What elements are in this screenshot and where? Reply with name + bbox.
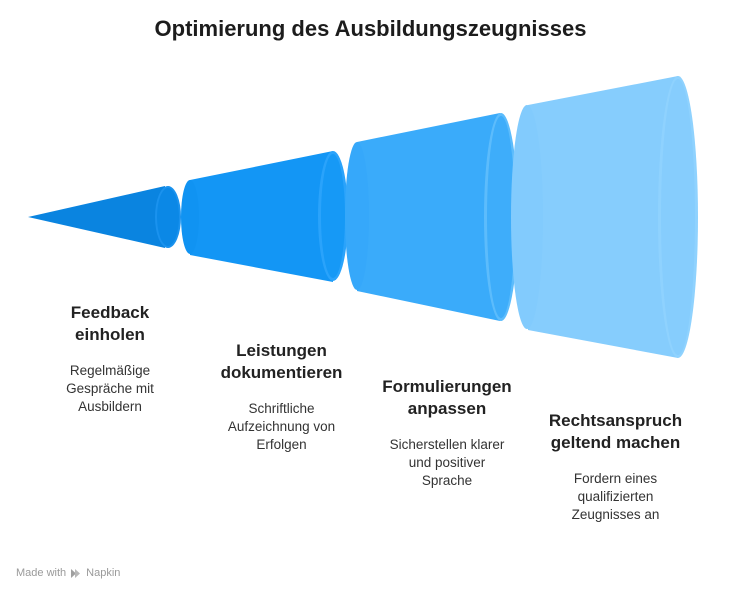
step-1-title: Feedback einholen (70, 303, 150, 344)
page-title: Optimierung des Ausbildungszeugnisses (154, 16, 587, 41)
step-3-description: Sicherstellen klarer und positiver Sprac… (389, 437, 505, 488)
step-2-title: Leistungen dokumentieren (220, 341, 343, 382)
funnel-segment-1 (28, 186, 181, 248)
step-2: Leistungen dokumentieren Schriftliche Au… (199, 340, 364, 454)
step-4-title: Rechtsanspruch geltend machen (548, 411, 683, 452)
step-4-description: Fordern eines qualifizierten Zeugnisses … (571, 471, 660, 522)
step-3-title: Formulierungen anpassen (382, 377, 512, 418)
step-1-description: Regelmäßige Gespräche mit Ausbildern (66, 363, 154, 414)
step-3: Formulierungen anpassen Sicherstellen kl… (362, 376, 532, 490)
footer-made-with: Made with (16, 567, 67, 579)
footer-brand: Napkin (86, 567, 121, 579)
funnel-segment-2 (181, 151, 348, 282)
step-2-description: Schriftliche Aufzeichnung von Erfolgen (227, 401, 336, 452)
funnel-segment-4 (511, 76, 698, 358)
step-1: Feedback einholen Regelmäßige Gespräche … (40, 302, 180, 416)
funnel-segment-3 (345, 113, 518, 321)
step-4: Rechtsanspruch geltend machen Fordern ei… (528, 410, 703, 524)
napkin-logo-icon (71, 568, 81, 578)
footer-attribution: Made with Napkin (16, 567, 120, 579)
